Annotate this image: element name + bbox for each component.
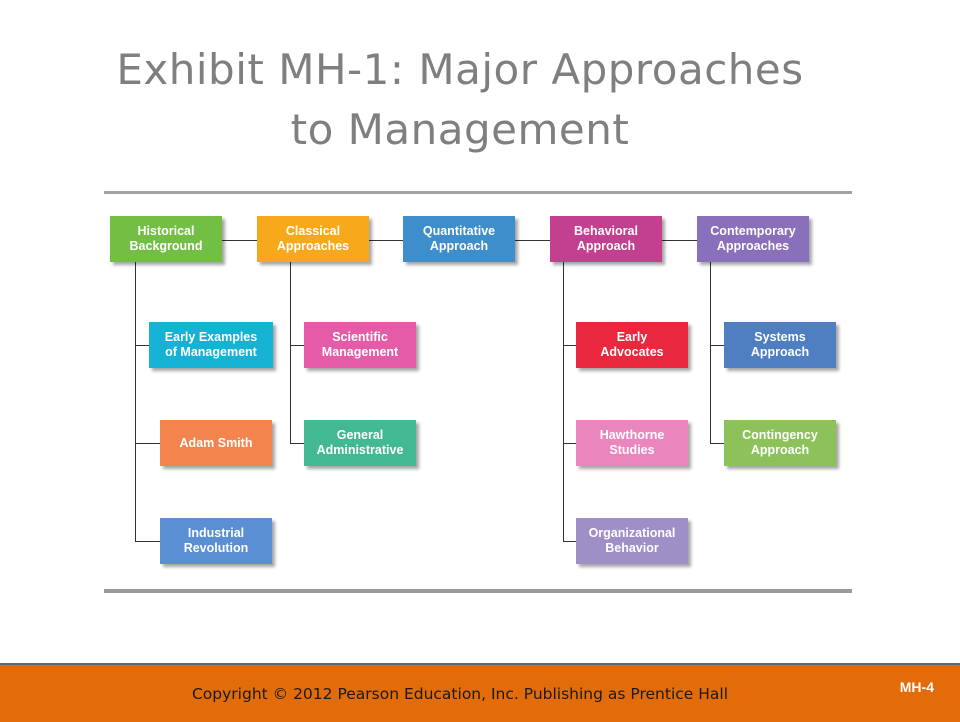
classical-branch-tick-2 [290, 443, 304, 444]
bottom-divider [104, 589, 852, 593]
copyright-text: Copyright © 2012 Pearson Education, Inc.… [191, 685, 728, 703]
contingency-approach-box: Contingency Approach [724, 420, 836, 466]
early-advocates-box: Early Advocates [576, 322, 688, 368]
behavioral-branch-tick-1 [563, 345, 576, 346]
contemporary-branch-tick-1 [710, 345, 724, 346]
behavioral-branch-line [563, 262, 564, 541]
historical-branch-line [135, 262, 136, 542]
classical-branch-line [290, 262, 291, 443]
classical-branch-tick-1 [290, 345, 304, 346]
adam-smith-box: Adam Smith [160, 420, 272, 466]
classical-approaches-box: Classical Approaches [257, 216, 369, 262]
contemporary-approaches-box: Contemporary Approaches [697, 216, 809, 262]
scientific-management-box: Scientific Management [304, 322, 416, 368]
footer-bar: Copyright © 2012 Pearson Education, Inc.… [0, 663, 960, 722]
historical-branch-tick-1 [135, 345, 149, 346]
contemporary-branch-tick-2 [710, 443, 724, 444]
behavioral-branch-tick-2 [563, 443, 576, 444]
industrial-revolution-box: Industrial Revolution [160, 518, 272, 564]
early-examples-box: Early Examples of Management [149, 322, 273, 368]
quantitative-approach-box: Quantitative Approach [403, 216, 515, 262]
organizational-behavior-box: Organizational Behavior [576, 518, 688, 564]
general-administrative-box: General Administrative [304, 420, 416, 466]
page-number-label: MH-4 [899, 679, 934, 695]
historical-background-box: Historical Background [110, 216, 222, 262]
behavioral-branch-tick-3 [563, 541, 576, 542]
behavioral-approach-box: Behavioral Approach [550, 216, 662, 262]
hawthorne-studies-box: Hawthorne Studies [576, 420, 688, 466]
systems-approach-box: Systems Approach [724, 322, 836, 368]
historical-branch-tick-3 [135, 541, 160, 542]
contemporary-branch-line [710, 262, 711, 443]
historical-branch-tick-2 [135, 443, 160, 444]
top-divider [104, 191, 852, 194]
slide-title: Exhibit MH-1: Major Approaches to Manage… [116, 45, 804, 154]
